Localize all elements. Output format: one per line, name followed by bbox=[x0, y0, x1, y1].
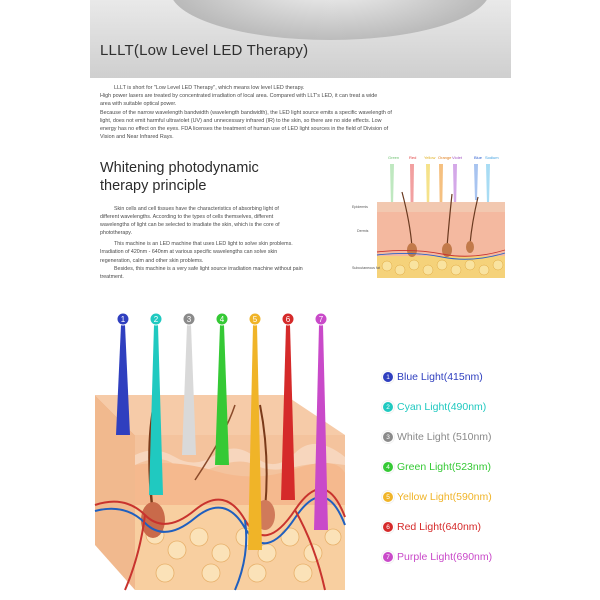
device-image bbox=[170, 0, 490, 40]
intro-line: energy has no effect on the eyes. FDA li… bbox=[100, 126, 389, 133]
main-skin-diagram: 1 2 3 4 5 6 7 bbox=[94, 312, 346, 591]
body-line: Skin cells and cell tissues have the cha… bbox=[114, 206, 279, 212]
light-number: 2 bbox=[154, 315, 159, 324]
body-line: treatment. bbox=[100, 273, 124, 280]
legend-label: Yellow Light(590nm) bbox=[397, 491, 492, 503]
mini-layer-label: Dermis bbox=[357, 229, 369, 233]
body-line: Irradiation of 420nm - 640nm at various … bbox=[100, 249, 278, 256]
skin-left-face bbox=[95, 395, 135, 590]
light-number: 7 bbox=[319, 315, 324, 324]
mini-light-label: Yellow bbox=[424, 155, 436, 160]
legend-label: White Light (510nm) bbox=[397, 431, 492, 443]
mini-dermis bbox=[377, 212, 505, 256]
legend-label: Red Light(640nm) bbox=[397, 521, 482, 533]
light-number-badge bbox=[149, 312, 163, 326]
intro-line: light, does not emit harmful ultraviolet… bbox=[100, 117, 382, 124]
light-number-badge bbox=[182, 312, 196, 326]
light-number-badge bbox=[215, 312, 229, 326]
light-beam bbox=[281, 325, 295, 500]
legend-number-badge: 6 bbox=[382, 521, 394, 533]
light-number-badge bbox=[281, 312, 295, 326]
mini-light-label: Blue bbox=[474, 155, 483, 160]
mini-light-label: Orange bbox=[438, 155, 452, 160]
mini-layer-label: Epidermis bbox=[352, 205, 368, 209]
mini-hairs bbox=[401, 191, 479, 248]
light-number: 4 bbox=[220, 315, 225, 324]
section-title-line: therapy principle bbox=[100, 178, 207, 194]
intro-line: area with suitable optical power. bbox=[100, 101, 177, 108]
light-number-badge bbox=[248, 312, 262, 326]
intro-paragraph: LLLT is short for "Low Level LED Therapy… bbox=[100, 84, 470, 141]
light-beam bbox=[149, 325, 163, 495]
light-beams: 1 2 3 4 5 6 7 bbox=[116, 312, 328, 550]
legend-label: Cyan Light(490nm) bbox=[397, 401, 487, 413]
intro-line: Because of the narrow wavelength bandwid… bbox=[100, 109, 392, 116]
section-title: Whitening photodynamic therapy principle bbox=[100, 159, 340, 195]
body-line: regeneration, calm and other skin proble… bbox=[100, 257, 204, 264]
body-line: Besides, this machine is a very safe lig… bbox=[114, 265, 303, 272]
section-body: Skin cells and cell tissues have the cha… bbox=[100, 205, 350, 281]
mini-light-label: Sodium bbox=[485, 155, 499, 160]
light-beam bbox=[215, 325, 229, 465]
mini-fat-cells bbox=[381, 259, 504, 276]
light-number-badge bbox=[116, 312, 130, 326]
mini-skin-diagram: Green Red Yellow Orange Violet Blue Sodi… bbox=[352, 155, 506, 278]
header-banner bbox=[90, 0, 511, 78]
light-number: 6 bbox=[286, 315, 291, 324]
intro-line: Vision and Near Infrared Rays. bbox=[100, 134, 174, 141]
legend-number-badge: 1 bbox=[382, 371, 394, 383]
light-number-badge bbox=[314, 312, 328, 326]
mini-epidermis bbox=[377, 202, 505, 212]
body-line: phototherapy. bbox=[100, 230, 133, 237]
light-number: 1 bbox=[121, 315, 126, 324]
light-number: 3 bbox=[187, 315, 192, 324]
light-number: 5 bbox=[253, 315, 258, 324]
body-line: This machine is an LED machine that uses… bbox=[114, 241, 293, 248]
blood-vessels bbox=[94, 488, 346, 591]
legend-label: Blue Light(415nm) bbox=[397, 371, 483, 383]
section-title-line: Whitening photodynamic bbox=[100, 160, 259, 176]
legend-number-badge: 3 bbox=[382, 431, 394, 443]
intro-line: High power lasers are treated by concent… bbox=[100, 93, 378, 100]
mini-light-label: Green bbox=[388, 155, 399, 160]
legend-number-badge: 2 bbox=[382, 401, 394, 413]
intro-line: LLLT is short for "Low Level LED Therapy… bbox=[114, 85, 305, 91]
lower-layer bbox=[135, 505, 345, 590]
mini-light-label: Red bbox=[409, 155, 416, 160]
legend-number-badge: 5 bbox=[382, 491, 394, 503]
legend-number-badge: 7 bbox=[382, 551, 394, 563]
body-line: different wavelengths. According to the … bbox=[100, 214, 274, 221]
mini-layer-labels: Epidermis Dermis Subcutaneous fat bbox=[352, 205, 380, 270]
light-beam bbox=[182, 325, 196, 455]
mini-light-label: Violet bbox=[452, 155, 463, 160]
legend-label: Green Light(523nm) bbox=[397, 461, 491, 473]
mini-vessels bbox=[376, 249, 506, 260]
light-beam bbox=[116, 325, 130, 435]
mini-light-labels: Green Red Yellow Orange Violet Blue Sodi… bbox=[388, 155, 499, 160]
body-line: wavelengths of light can be selected to … bbox=[100, 222, 280, 229]
mini-layer-label: Subcutaneous fat bbox=[352, 266, 380, 270]
light-beam bbox=[314, 325, 328, 530]
light-beam bbox=[248, 325, 262, 550]
page-title: LLLT(Low Level LED Therapy) bbox=[100, 42, 309, 59]
legend-number-badge: 4 bbox=[382, 461, 394, 473]
legend-label: Purple Light(690nm) bbox=[397, 551, 493, 563]
